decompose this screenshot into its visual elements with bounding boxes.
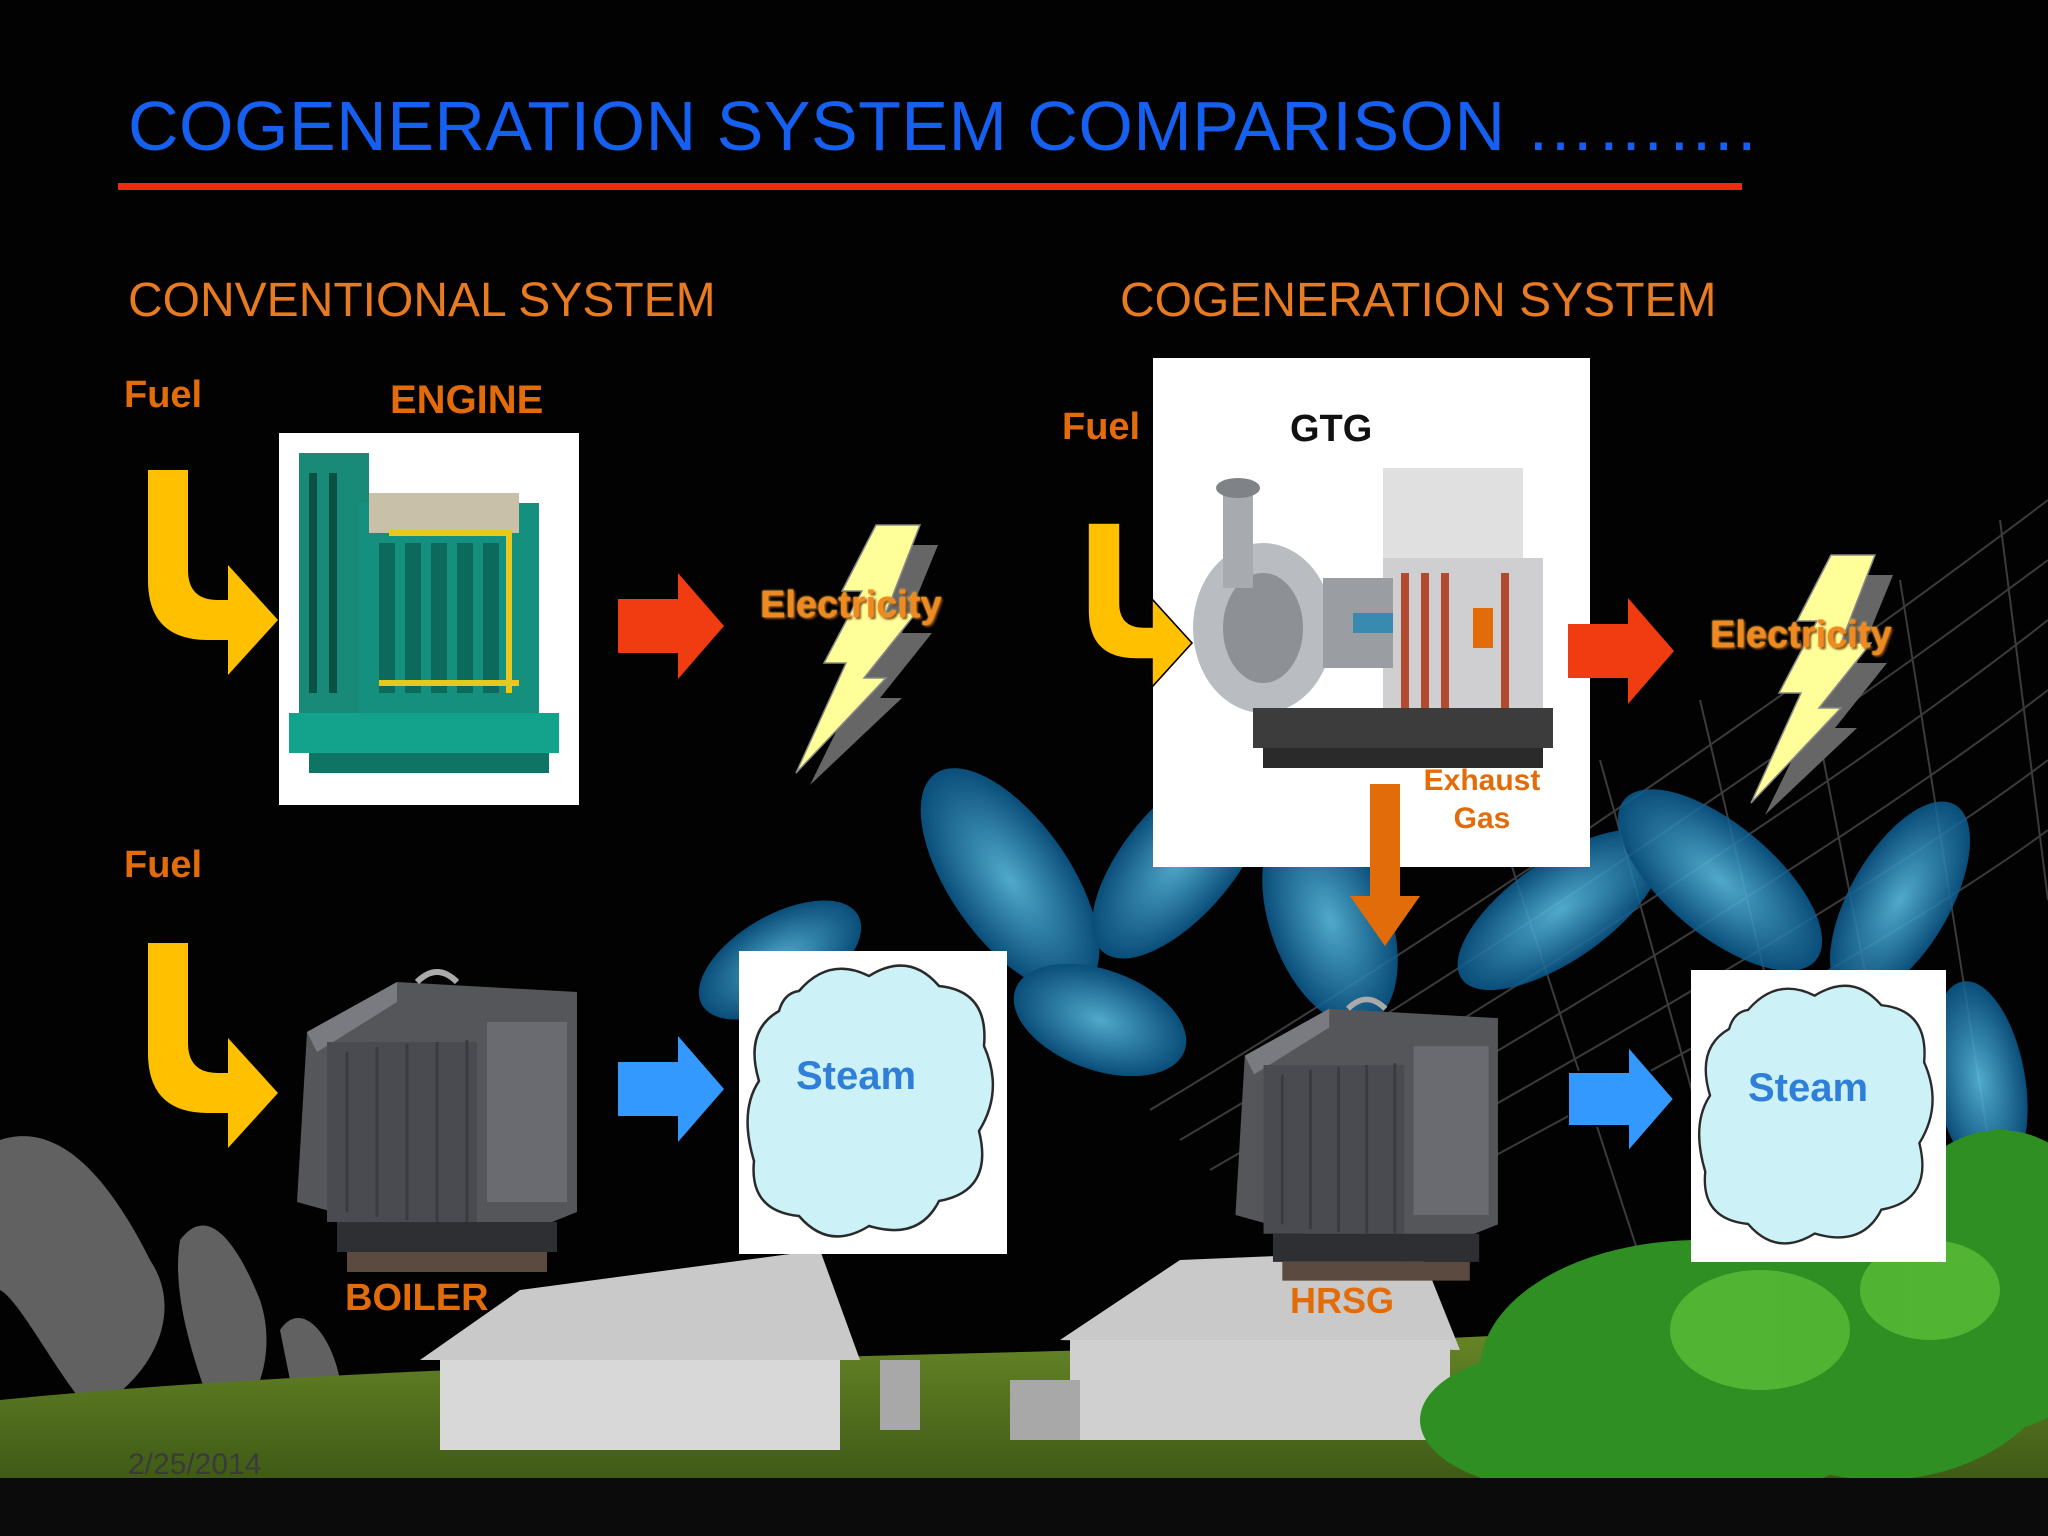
steam-cloud-icon (746, 964, 995, 1238)
steam-label-cogeneration: Steam (1748, 1066, 1869, 1110)
hrsg-image (1235, 996, 1498, 1281)
gtg-image (1153, 358, 1590, 867)
steam-cloud-icon (1697, 984, 1934, 1245)
output-arrow-icon (1568, 598, 1674, 704)
fuel-label-gtg: Fuel (1062, 406, 1141, 448)
exhaust-arrow-icon (1350, 784, 1420, 946)
steam-box-conventional (739, 951, 1007, 1254)
steam-label-conventional: Steam (796, 1054, 917, 1098)
fuel-label-boiler: Fuel (124, 844, 203, 886)
fuel-arrow-icon (148, 943, 278, 1148)
fuel-arrow-icon (148, 470, 278, 675)
engine-image (279, 433, 579, 805)
boiler-label: BOILER (345, 1277, 489, 1319)
fuel-arrow-icon (1087, 522, 1194, 690)
lightning-icon (1750, 554, 1893, 815)
hrsg-label: HRSG (1290, 1280, 1395, 1321)
electricity-label-conventional: Electricity (760, 584, 942, 626)
exhaust-label-line2: Gas (1453, 802, 1511, 835)
gtg-label: GTG (1290, 408, 1373, 450)
electricity-label-cogeneration: Electricity (1710, 614, 1892, 656)
boiler-image (297, 969, 577, 1272)
exhaust-label-line1: Exhaust (1423, 764, 1541, 797)
conventional-heading: CONVENTIONAL SYSTEM (128, 274, 716, 327)
engine-label: ENGINE (390, 378, 544, 422)
output-arrow-icon (618, 1036, 724, 1142)
steam-box-cogeneration (1691, 970, 1946, 1262)
slide-title: COGENERATION SYSTEM COMPARISON ………. (128, 87, 1757, 165)
exhaust-gas-label: Exhaust Gas (1422, 764, 1542, 836)
lightning-icon (795, 524, 938, 785)
output-arrow-icon (1568, 1046, 1674, 1152)
cogeneration-heading: COGENERATION SYSTEM (1120, 274, 1717, 327)
title-underline (118, 183, 1742, 190)
fuel-label-engine: Fuel (124, 374, 203, 416)
output-arrow-icon (618, 573, 724, 679)
slide-date: 2/25/2014 (128, 1448, 262, 1481)
